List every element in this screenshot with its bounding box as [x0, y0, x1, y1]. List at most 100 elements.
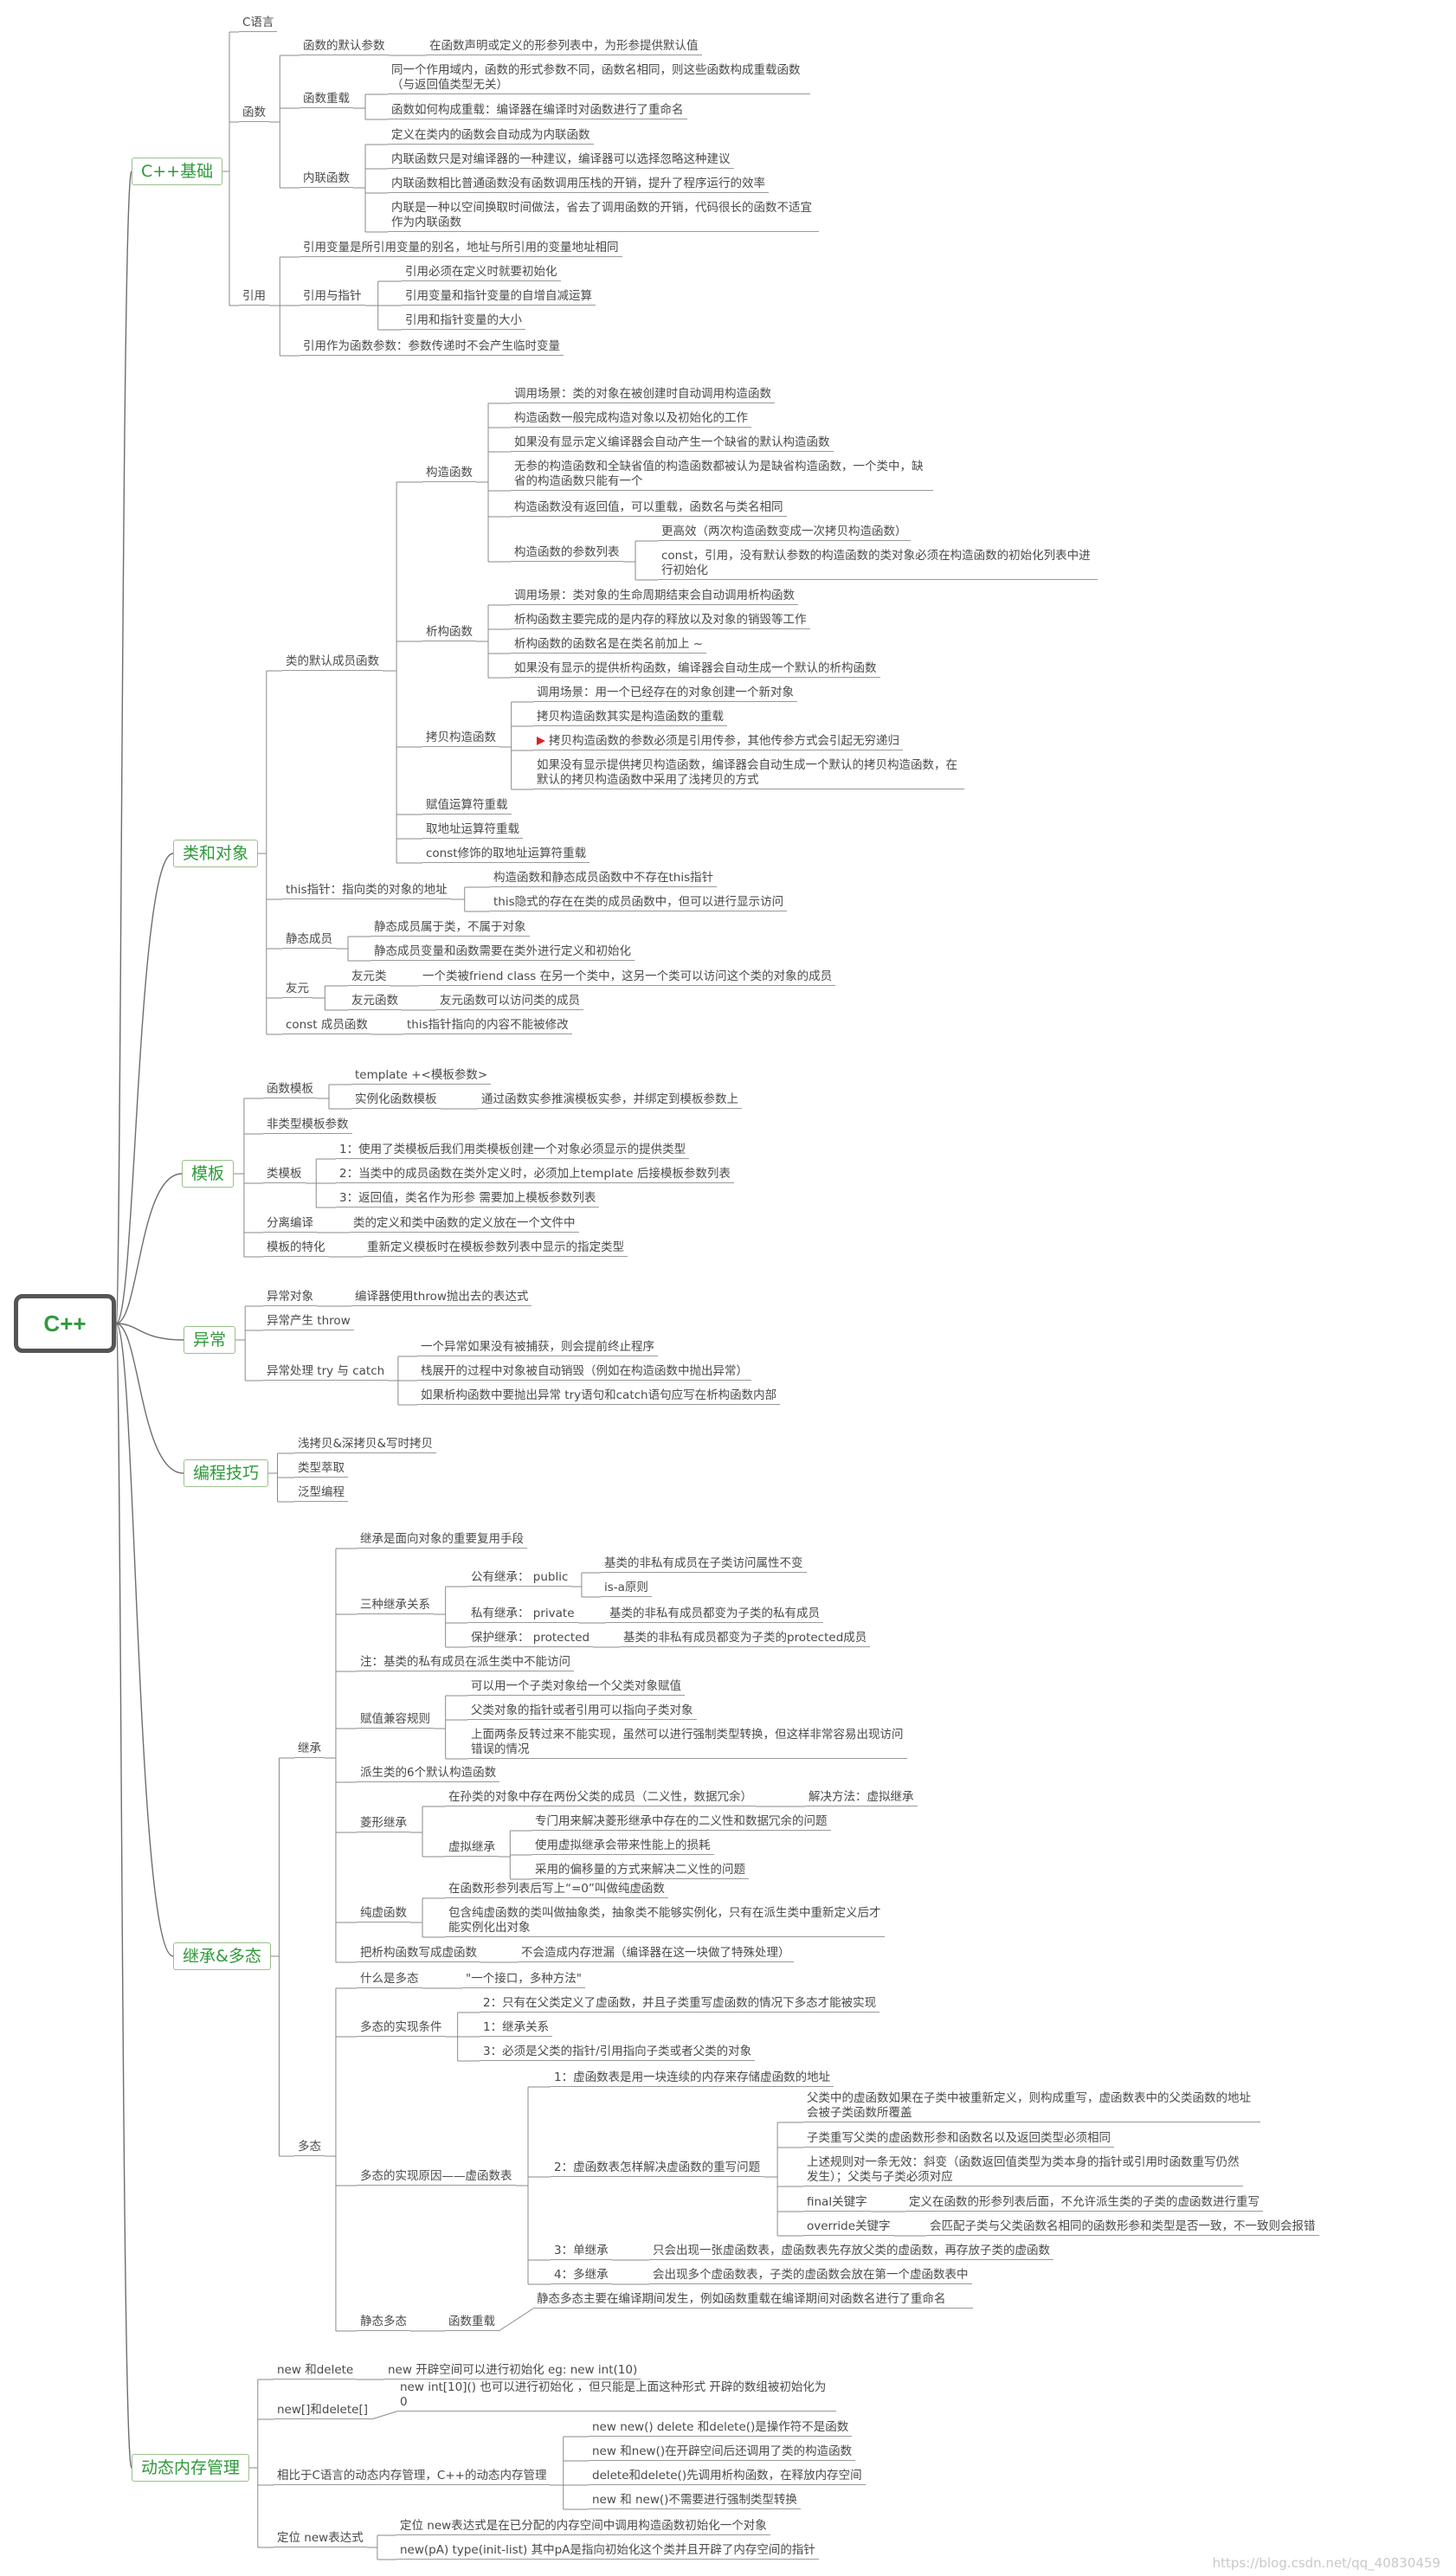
- topic-inheritance-private-1[interactable]: 基类的非私有成员都变为子类的私有成员: [606, 1607, 823, 1623]
- topic-inheritance-public[interactable]: 公有继承： public: [467, 1570, 572, 1587]
- topic-templates-special-desc[interactable]: 重新定义模板时在模板参数列表中显示的指定类型: [364, 1240, 628, 1257]
- topic-inheritance-virtual-1[interactable]: 专门用来解决菱形继承中存在的二义性和数据冗余的问题: [532, 1814, 831, 1831]
- topic-inheritance-virtual-3[interactable]: 采用的偏移量的方式来解决二义性的问题: [532, 1863, 749, 1879]
- topic-basics-inline-4[interactable]: 内联是一种以空间换取时间做法，省去了调用函数的开销，代码很长的函数不适宜作为内联…: [388, 201, 819, 232]
- topic-templates-instantiate[interactable]: 实例化函数模板: [351, 1092, 441, 1109]
- topic-classes-const-member[interactable]: const 成员函数: [282, 1018, 371, 1034]
- topic-classes-ctor-4[interactable]: 无参的构造函数和全缺省值的构造函数都被认为是缺省构造函数，一个类中，缺省的构造函…: [511, 460, 933, 491]
- topic-inheritance-private[interactable]: 私有继承： private: [467, 1607, 578, 1623]
- topic-basics-overload-2[interactable]: 函数如何构成重载：编译器在编译时对函数进行了重命名: [388, 103, 687, 119]
- topic-memory-newarr-desc[interactable]: new int[10]() 也可以进行初始化 ，但只能是上面这种形式 开辟的数组…: [396, 2380, 836, 2412]
- topic-inheritance-cond-2[interactable]: 1：继承关系: [480, 2020, 553, 2037]
- topic-inheritance-static-overload[interactable]: 函数重载: [445, 2315, 499, 2331]
- topic-inheritance-inherit[interactable]: 继承: [294, 1742, 325, 1758]
- topic-inheritance-cond-1[interactable]: 2：只有在父类定义了虚函数，并且子类重写虚函数的情况下多态才能被实现: [480, 1996, 880, 2012]
- topic-memory-cmp-4[interactable]: new 和 new()不需要进行强制类型转换: [589, 2493, 801, 2509]
- topic-inheritance-vt-1[interactable]: 1：虚函数表是用一块连续的内存来存储虚函数的地址: [551, 2070, 834, 2087]
- topic-templates-class-tpl[interactable]: 类模板: [263, 1167, 306, 1183]
- topic-inheritance-final[interactable]: final关键字: [803, 2195, 871, 2212]
- topic-memory-placement[interactable]: 定位 new表达式: [274, 2531, 367, 2547]
- topic-exceptions-handle[interactable]: 异常处理 try 与 catch: [263, 1364, 389, 1381]
- topic-tips-t1[interactable]: 浅拷贝&深拷贝&写时拷贝: [294, 1437, 437, 1453]
- topic-inheritance-vt-3[interactable]: 3：单继承: [551, 2244, 612, 2260]
- topic-classes-addr[interactable]: 取地址运算符重载: [422, 822, 523, 839]
- topic-inheritance-compat-2[interactable]: 父类对象的指针或者引用可以指向子类对象: [467, 1703, 697, 1720]
- topic-classes-copy-3[interactable]: 拷贝构造函数的参数必须是引用传参，其他传参方式会引起无穷递归: [533, 734, 903, 750]
- topic-templates-func-tpl[interactable]: 函数模板: [263, 1082, 317, 1098]
- topic-basics-ref[interactable]: 引用: [239, 289, 269, 306]
- topic-inheritance-pure[interactable]: 纯虚函数: [357, 1906, 410, 1922]
- topic-classes-friend[interactable]: 友元: [282, 982, 312, 998]
- topic-basics-inline[interactable]: 内联函数: [300, 171, 353, 188]
- topic-classes-init-list-1[interactable]: 更高效（两次构造函数变成一次拷贝构造函数）: [658, 525, 911, 541]
- topic-memory-newdel-desc[interactable]: new 开辟空间可以进行初始化 eg: new int(10): [384, 2363, 641, 2380]
- branch-branches-inheritance[interactable]: 继承&多态: [173, 1942, 271, 1970]
- topic-exceptions-handle-3[interactable]: 如果析构函数中要抛出异常 try语句和catch语句应写在析构函数内部: [417, 1388, 781, 1405]
- topic-classes-friend-class-desc[interactable]: 一个类被friend class 在另一个类中，这另一个类可以访问这个类的对象的…: [419, 969, 836, 986]
- topic-classes-this-2[interactable]: this隐式的存在在类的成员函数中，但可以进行显示访问: [490, 895, 788, 911]
- topic-inheritance-note[interactable]: 注：基类的私有成员在派生类中不能访问: [357, 1655, 574, 1671]
- topic-exceptions-handle-1[interactable]: 一个异常如果没有被捕获，则会提前终止程序: [417, 1340, 658, 1356]
- topic-templates-func-tpl-1[interactable]: template +<模板参数>: [351, 1068, 492, 1085]
- topic-inheritance-pure-2[interactable]: 包含纯虚函数的类叫做抽象类，抽象类不能够实例化，只有在派生类中重新定义后才能实例…: [445, 1906, 885, 1937]
- topic-classes-const-member-desc[interactable]: this指针指向的内容不能被修改: [403, 1018, 572, 1034]
- topic-basics-ref-1[interactable]: 引用变量是所引用变量的别名，地址与所引用的变量地址相同: [300, 241, 622, 257]
- topic-classes-static[interactable]: 静态成员: [282, 932, 336, 949]
- topic-classes-friend-func-desc[interactable]: 友元函数可以访问类的成员: [436, 994, 583, 1010]
- topic-classes-defaults[interactable]: 类的默认成员函数: [282, 654, 383, 671]
- topic-basics-overload[interactable]: 函数重载: [300, 92, 353, 108]
- topic-memory-cmp-2[interactable]: new 和new()在开辟空间后还调用了类的构造函数: [589, 2444, 856, 2461]
- topic-inheritance-protected-1[interactable]: 基类的非私有成员都变为子类的protected成员: [620, 1631, 871, 1647]
- topic-classes-ctor[interactable]: 构造函数: [422, 466, 476, 482]
- topic-classes-const-addr[interactable]: const修饰的取地址运算符重载: [422, 847, 590, 863]
- topic-basics-clang[interactable]: C语言: [239, 16, 278, 32]
- topic-memory-compare[interactable]: 相比于C语言的动态内存管理，C++的动态内存管理: [274, 2469, 551, 2485]
- topic-inheritance-vt-2c[interactable]: 上述规则对一条无效：斜变（函数返回值类型为类本身的指针或引用时函数重写仍然发生）…: [803, 2155, 1243, 2186]
- topic-classes-dtor-4[interactable]: 如果没有显示的提供析构函数，编译器会自动生成一个默认的析构函数: [511, 661, 880, 678]
- topic-classes-ctor-2[interactable]: 构造函数一般完成构造对象以及初始化的工作: [511, 411, 751, 428]
- topic-inheritance-final-desc[interactable]: 定义在函数的形参列表后面，不允许派生类的子类的虚函数进行重写: [905, 2195, 1263, 2212]
- topic-basics-inline-2[interactable]: 内联函数只是对编译器的一种建议，编译器可以选择忽略这种建议: [388, 152, 734, 169]
- root-node[interactable]: C++: [14, 1294, 116, 1353]
- topic-inheritance-vt-4[interactable]: 4：多继承: [551, 2268, 612, 2284]
- topic-basics-ref-param[interactable]: 引用作为函数参数：参数传递时不会产生临时变量: [300, 339, 564, 356]
- topic-tips-t2[interactable]: 类型萃取: [294, 1461, 348, 1478]
- topic-basics-func[interactable]: 函数: [239, 106, 269, 122]
- topic-classes-ctor-3[interactable]: 如果没有显示定义编译器会自动产生一个缺省的默认构造函数: [511, 435, 834, 452]
- topic-memory-place-1[interactable]: 定位 new表达式是在已分配的内存空间中调用构造函数初始化一个对象: [396, 2519, 770, 2535]
- topic-templates-instantiate-desc[interactable]: 通过函数实参推演模板实参，并绑定到模板参数上: [478, 1092, 742, 1109]
- topic-exceptions-throw[interactable]: 异常产生 throw: [263, 1314, 354, 1330]
- topic-exceptions-obj[interactable]: 异常对象: [263, 1290, 317, 1306]
- topic-templates-class-tpl-3[interactable]: 3：返回值，类名作为形参 需要加上模板参数列表: [336, 1191, 600, 1208]
- topic-inheritance-poly[interactable]: 多态: [294, 2140, 325, 2156]
- topic-classes-this-1[interactable]: 构造函数和静态成员函数中不存在this指针: [490, 871, 718, 887]
- topic-inheritance-virtual[interactable]: 虚拟继承: [445, 1840, 499, 1857]
- topic-exceptions-obj-desc[interactable]: 编译器使用throw抛出去的表达式: [351, 1290, 532, 1306]
- branch-branches-exceptions[interactable]: 异常: [184, 1326, 236, 1354]
- topic-inheritance-three[interactable]: 三种继承关系: [357, 1598, 434, 1614]
- topic-inheritance-what[interactable]: 什么是多态: [357, 1972, 422, 1988]
- topic-inheritance-public-2[interactable]: is-a原则: [601, 1581, 652, 1597]
- topic-exceptions-handle-2[interactable]: 栈展开的过程中对象被自动销毁（例如在构造函数中抛出异常）: [417, 1364, 751, 1381]
- topic-inheritance-six[interactable]: 派生类的6个默认构造函数: [357, 1766, 500, 1782]
- topic-inheritance-vt-2b[interactable]: 子类重写父类的虚函数形参和函数名以及返回类型必须相同: [803, 2131, 1114, 2148]
- topic-inheritance-static-desc[interactable]: 静态多态主要在编译期间发生，例如函数重载在编译期间对函数名进行了重命名: [533, 2292, 973, 2309]
- topic-inheritance-protected[interactable]: 保护继承： protected: [467, 1631, 594, 1647]
- topic-inheritance-compat[interactable]: 赋值兼容规则: [357, 1712, 434, 1729]
- topic-inheritance-pure-1[interactable]: 在函数形参列表后写上“=0”叫做纯虚函数: [445, 1882, 668, 1898]
- topic-classes-this[interactable]: this指针：指向类的对象的地址: [282, 883, 451, 899]
- topic-basics-ref-ptr-1[interactable]: 引用必须在定义时就要初始化: [402, 265, 561, 281]
- topic-classes-assign[interactable]: 赋值运算符重载: [422, 798, 512, 815]
- topic-inheritance-what-desc[interactable]: "一个接口，多种方法": [462, 1972, 585, 1988]
- topic-classes-dtor-1[interactable]: 调用场景：类对象的生命周期结束会自动调用析构函数: [511, 589, 798, 605]
- topic-classes-dtor-2[interactable]: 析构函数主要完成的是内存的释放以及对象的销毁等工作: [511, 613, 810, 629]
- topic-inheritance-diamond-1[interactable]: 在孙类的对象中存在两份父类的成员（二义性，数据冗余）: [445, 1790, 756, 1806]
- topic-basics-default-args-desc[interactable]: 在函数声明或定义的形参列表中，为形参提供默认值: [426, 39, 702, 55]
- topic-inheritance-inh-1[interactable]: 继承是面向对象的重要复用手段: [357, 1532, 527, 1549]
- topic-basics-overload-1[interactable]: 同一个作用域内，函数的形式参数不同，函数名相同，则这些函数构成重载函数（与返回值…: [388, 63, 810, 94]
- topic-inheritance-cond-3[interactable]: 3：必须是父类的指针/引用指向子类或者父类的对象: [480, 2045, 756, 2061]
- topic-templates-nontype[interactable]: 非类型模板参数: [263, 1117, 352, 1134]
- topic-inheritance-override-desc[interactable]: 会匹配子类与父类函数名相同的函数形参和类型是否一致，不一致则会报错: [926, 2219, 1319, 2236]
- topic-inheritance-compat-3[interactable]: 上面两条反转过来不能实现，虽然可以进行强制类型转换，但这样非常容易出现访问错误的…: [467, 1728, 907, 1759]
- topic-basics-ref-ptr-3[interactable]: 引用和指针变量的大小: [402, 313, 525, 330]
